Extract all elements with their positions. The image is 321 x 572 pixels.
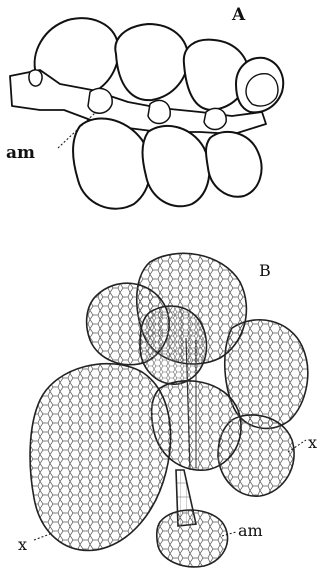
lobe-left-large (30, 364, 170, 551)
figure-a-drawing (10, 18, 283, 208)
figure-b-drawing (30, 253, 308, 567)
figure-b-x-left-label: x (18, 535, 27, 554)
figure-b-x-right-label: x (308, 433, 317, 452)
figure-b-am-label: am (238, 521, 263, 540)
figure-b-x-left-pointer (34, 534, 50, 540)
figure-a-panel-label: A (231, 5, 246, 25)
lobe-center (140, 306, 206, 384)
amphigastrium-3 (148, 100, 170, 123)
upper-leaf-2 (115, 24, 188, 100)
amphigastrium-2 (88, 88, 112, 113)
figure-a-am-label: am (6, 143, 35, 163)
lower-leaf-3 (206, 132, 262, 197)
amphigastrium-1 (29, 70, 42, 86)
amphigastrium-4 (204, 108, 226, 129)
lower-leaf-2 (143, 126, 210, 206)
figure-b-panel-label: B (259, 261, 271, 280)
upper-leaf-4 (236, 58, 283, 113)
lobe-am (157, 510, 228, 567)
lower-leaf-1 (73, 118, 150, 208)
